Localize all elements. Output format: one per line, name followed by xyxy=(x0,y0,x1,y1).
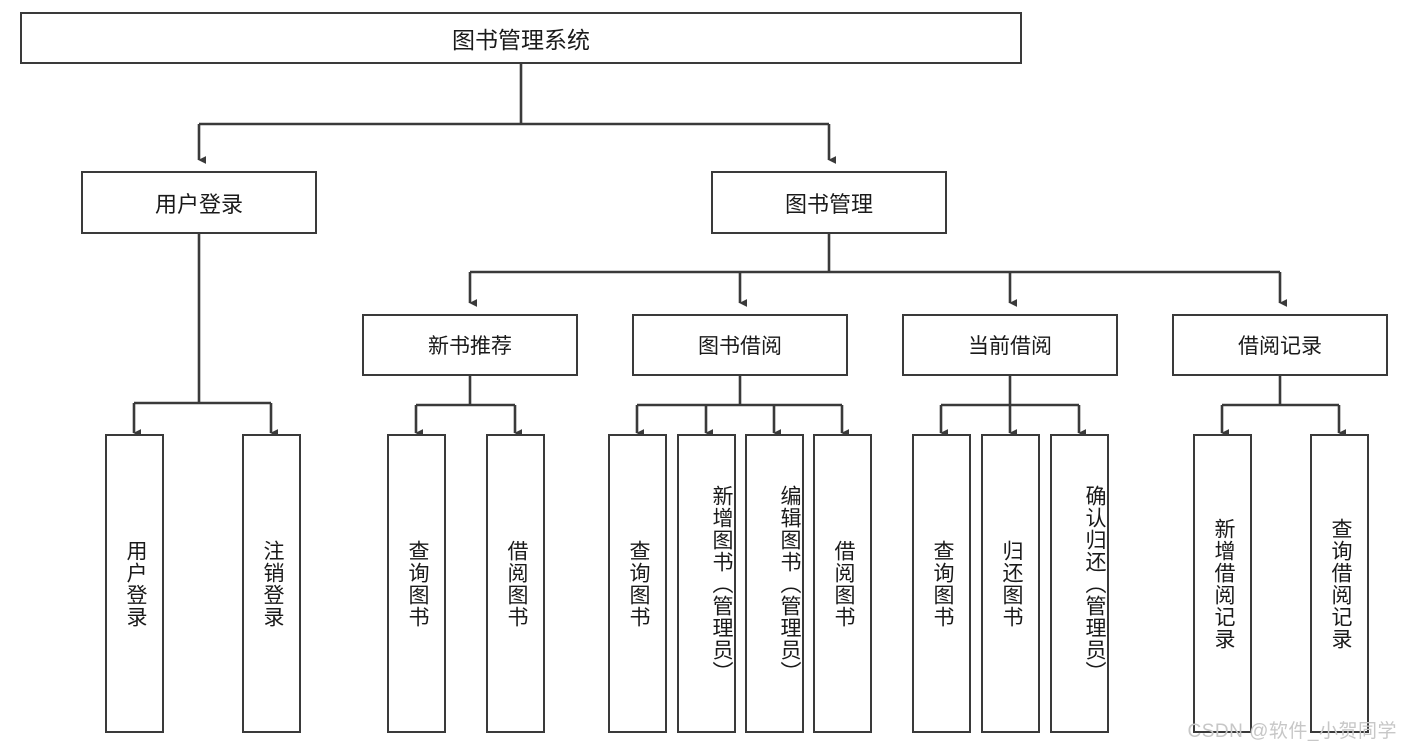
node-label: 图书借阅 xyxy=(698,335,782,358)
node-label: 图书管理 xyxy=(784,191,873,217)
node-label: 查询图书 xyxy=(930,539,954,628)
node-book-management[interactable]: 图书管理 xyxy=(711,171,947,234)
leaf-new-book-query[interactable]: 查询图书 xyxy=(387,434,446,733)
node-label: 新增图书（管理员） xyxy=(710,484,733,683)
leaf-user-login-logout[interactable]: 注销登录 xyxy=(242,434,301,733)
node-label: 当前借阅 xyxy=(968,335,1052,358)
node-label: 新书推荐 xyxy=(428,335,512,358)
leaf-book-borrow-borrow[interactable]: 借阅图书 xyxy=(813,434,872,733)
leaf-borrow-record-add[interactable]: 新增借阅记录 xyxy=(1193,434,1252,733)
node-label: 借阅图书 xyxy=(504,539,528,628)
node-label: 归还图书 xyxy=(999,539,1023,628)
leaf-current-borrow-query[interactable]: 查询图书 xyxy=(912,434,971,733)
node-root-book-management-system[interactable]: 图书管理系统 xyxy=(20,12,1022,64)
leaf-current-borrow-return[interactable]: 归还图书 xyxy=(981,434,1040,733)
node-label: 借阅记录 xyxy=(1238,335,1322,358)
node-label: 新增借阅记录 xyxy=(1211,517,1235,650)
node-label: 编辑图书（管理员） xyxy=(778,484,801,683)
node-book-borrowing[interactable]: 图书借阅 xyxy=(632,314,848,376)
node-borrowing-records[interactable]: 借阅记录 xyxy=(1172,314,1388,376)
node-label: 借阅图书 xyxy=(831,539,855,628)
leaf-new-book-borrow[interactable]: 借阅图书 xyxy=(486,434,545,733)
node-label: 用户登录 xyxy=(154,191,243,217)
node-label: 查询图书 xyxy=(626,539,650,628)
node-label: 图书管理系统 xyxy=(452,27,590,53)
leaf-borrow-record-query[interactable]: 查询借阅记录 xyxy=(1310,434,1369,733)
node-current-borrowing[interactable]: 当前借阅 xyxy=(902,314,1118,376)
leaf-book-borrow-edit-admin[interactable]: 编辑图书（管理员） xyxy=(745,434,804,733)
node-label: 查询图书 xyxy=(405,539,429,628)
leaf-current-borrow-confirm-return-admin[interactable]: 确认归还（管理员） xyxy=(1050,434,1109,733)
node-label: 确认归还（管理员） xyxy=(1083,484,1106,683)
node-new-book-recommendation[interactable]: 新书推荐 xyxy=(362,314,578,376)
node-label: 用户登录 xyxy=(123,539,147,628)
leaf-user-login-login[interactable]: 用户登录 xyxy=(105,434,164,733)
node-label: 注销登录 xyxy=(260,539,284,628)
node-user-login[interactable]: 用户登录 xyxy=(81,171,317,234)
node-label: 查询借阅记录 xyxy=(1328,517,1352,650)
csdn-watermark: CSDN @软件_小贺同学 xyxy=(1187,721,1397,742)
leaf-book-borrow-query[interactable]: 查询图书 xyxy=(608,434,667,733)
leaf-book-borrow-add-admin[interactable]: 新增图书（管理员） xyxy=(677,434,736,733)
